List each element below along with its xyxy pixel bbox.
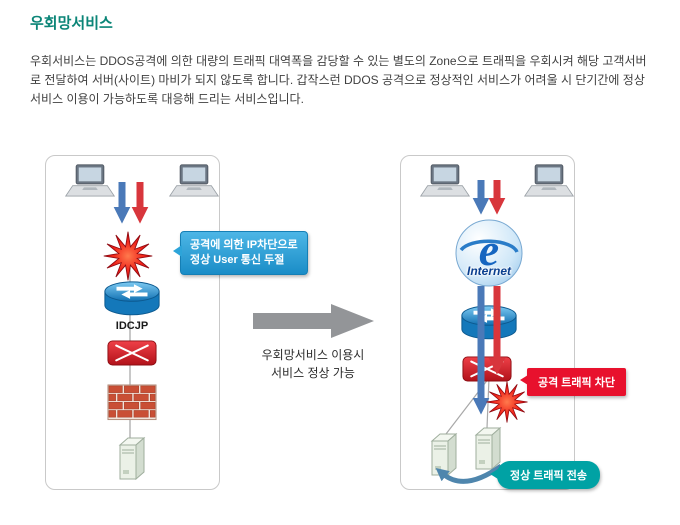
switch-icon bbox=[107, 340, 157, 366]
attack-blocked-callout: 공격 트래픽 차단 bbox=[520, 368, 626, 396]
normal-traffic-callout: 정상 트래픽 전송 bbox=[490, 461, 600, 489]
laptop-icon bbox=[168, 164, 220, 197]
attack-burst-icon bbox=[486, 381, 528, 423]
internet-letter: e bbox=[479, 224, 499, 275]
blocked-user-callout-line1: 공격에 의한 IP차단으로 bbox=[190, 239, 298, 251]
router-icon bbox=[461, 305, 517, 340]
page-description: 우회서비스는 DDOS공격에 의한 대량의 트래픽 대역폭을 감당할 수 있는 … bbox=[30, 54, 647, 106]
server-icon bbox=[474, 426, 502, 470]
transition-caption: 우회망서비스 이용시 서비스 정상 가능 bbox=[233, 346, 393, 382]
blocked-user-callout: 공격에 의한 IP차단으로 정상 User 통신 두절 bbox=[173, 231, 308, 275]
before-panel: IDCJP bbox=[45, 155, 220, 490]
internet-globe-icon: e bbox=[455, 219, 523, 287]
laptop-icon bbox=[419, 164, 471, 197]
page-title: 우회망서비스 bbox=[30, 15, 113, 32]
transition-caption-line2: 서비스 정상 가능 bbox=[271, 366, 355, 380]
server-icon bbox=[118, 436, 146, 480]
attack-burst-icon bbox=[103, 231, 153, 281]
blocked-user-callout-line2: 정상 User 통신 두절 bbox=[190, 254, 285, 266]
router-icon bbox=[104, 281, 160, 316]
server-icon bbox=[430, 432, 458, 476]
internet-label: Internet bbox=[466, 264, 511, 278]
transition-arrow-icon bbox=[253, 304, 374, 338]
router-label: IDCJP bbox=[115, 320, 149, 332]
transition-caption-line1: 우회망서비스 이용시 bbox=[261, 348, 365, 362]
firewall-icon bbox=[107, 384, 157, 421]
laptop-icon bbox=[523, 164, 575, 197]
laptop-icon bbox=[64, 164, 116, 197]
after-connectors bbox=[435, 180, 506, 484]
after-panel: e Internet bbox=[400, 155, 575, 490]
